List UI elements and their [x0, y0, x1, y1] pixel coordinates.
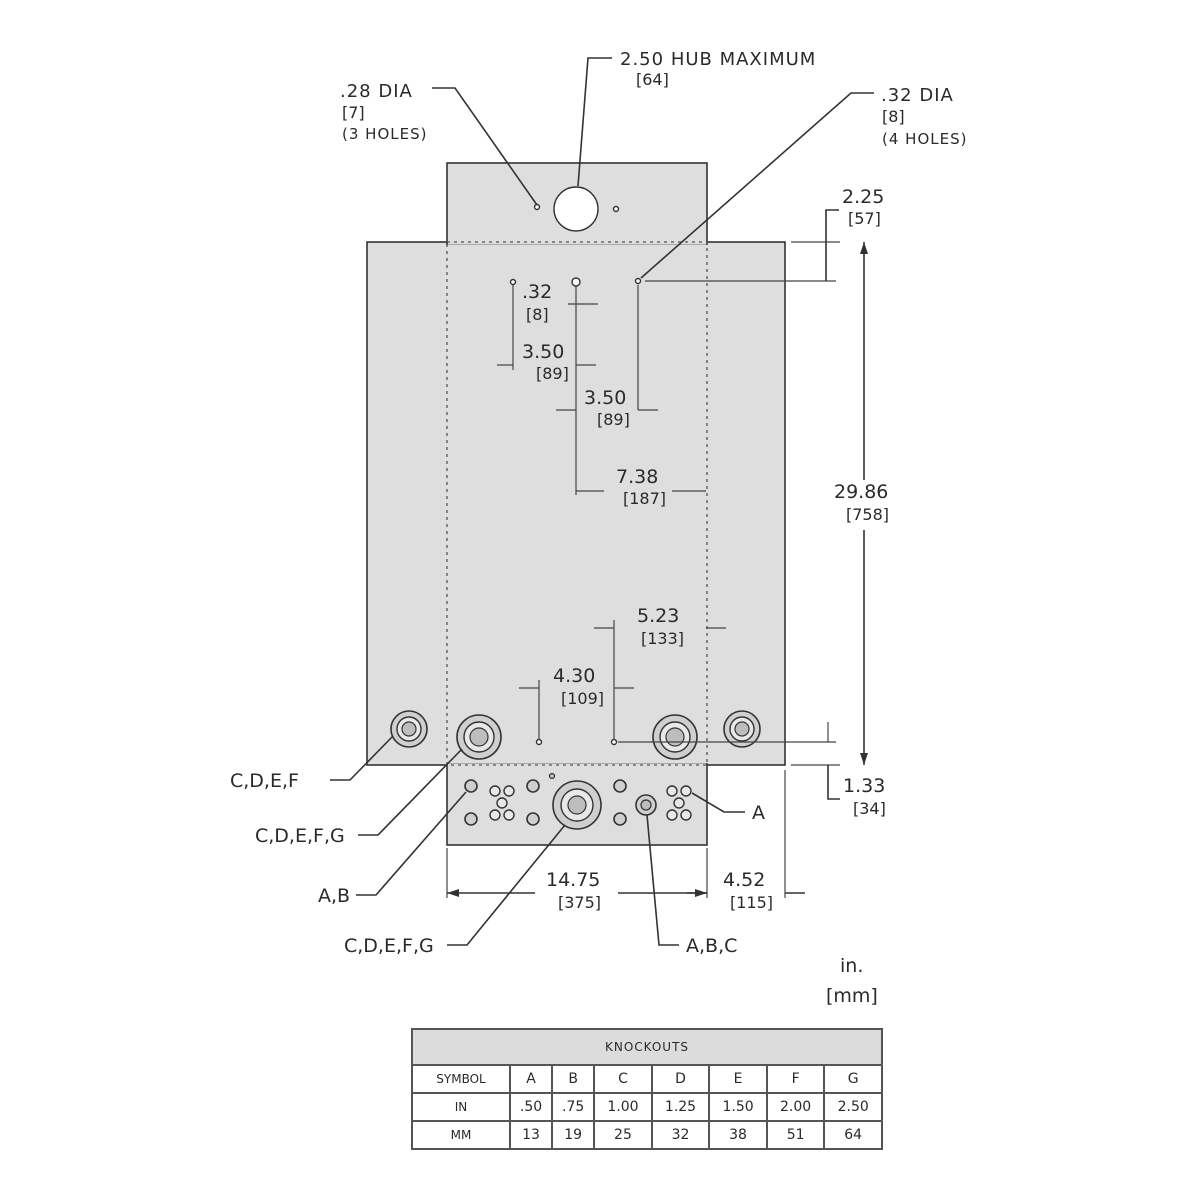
- dim-1-33: 1.33: [843, 775, 885, 797]
- dia-32-callout: .32 DIA: [881, 85, 954, 106]
- label-c-d-e-f-g-bottom: C,D,E,F,G: [344, 935, 434, 957]
- dim-29-86-mm: [758]: [846, 505, 889, 524]
- dim-1-33-mm: [34]: [853, 799, 886, 818]
- hub-opening: [553, 186, 599, 232]
- mounting-hole: [535, 738, 543, 746]
- symbol-cell: B: [551, 1064, 596, 1094]
- table-row-in: IN .50 .75 1.00 1.25 1.50 2.00 2.50: [411, 1092, 883, 1122]
- dim-4-30: 4.30: [553, 665, 595, 687]
- in-cell: .75: [551, 1092, 596, 1122]
- mounting-hole: [571, 277, 581, 287]
- dim-14-75: 14.75: [546, 869, 600, 891]
- dim-3-50-a: 3.50: [522, 341, 564, 363]
- dim-3-50-a-mm: [89]: [536, 364, 569, 383]
- symbol-cell: E: [708, 1064, 768, 1094]
- dia-28-mm: [7]: [342, 103, 365, 122]
- mm-cell: 64: [823, 1120, 883, 1150]
- label-c-d-e-f: C,D,E,F: [230, 770, 299, 792]
- mm-header: MM: [411, 1120, 511, 1150]
- dim-4-30-mm: [109]: [561, 689, 604, 708]
- in-cell: .50: [508, 1092, 554, 1122]
- dim-4-52: 4.52: [723, 869, 765, 891]
- in-cell: 2.50: [823, 1092, 883, 1122]
- symbol-cell: G: [823, 1064, 883, 1094]
- dim-5-23: 5.23: [637, 605, 679, 627]
- knockout-c-d-e-f-g-right: [652, 714, 698, 760]
- table-row-symbol: SYMBOL A B C D E F G: [411, 1064, 883, 1094]
- mm-cell: 32: [650, 1120, 711, 1150]
- dia-28-qty: (3 HOLES): [342, 125, 427, 143]
- units-mm: [mm]: [826, 985, 878, 1007]
- mounting-hole: [533, 203, 541, 211]
- mounting-hole: [509, 278, 517, 286]
- dim-2-25-mm: [57]: [848, 209, 881, 228]
- symbol-header: SYMBOL: [411, 1064, 511, 1094]
- knockout-c-d-e-f-g-bottom: [552, 780, 602, 830]
- dia-28-callout: .28 DIA: [340, 81, 413, 102]
- knockout-a-cluster-left: [489, 772, 556, 821]
- knockout-c-d-e-f-right: [723, 710, 761, 748]
- dia-32-qty: (4 HOLES): [882, 130, 967, 148]
- mounting-hole: [610, 738, 618, 746]
- knockout-a-cluster-right: [666, 785, 692, 821]
- knockout-a-b-c-bottom: [635, 794, 657, 816]
- symbol-cell: F: [765, 1064, 826, 1094]
- in-cell: 1.25: [650, 1092, 711, 1122]
- table-row-mm: MM 13 19 25 32 38 51 64: [411, 1120, 883, 1150]
- units-inch: in.: [840, 955, 863, 977]
- knockouts-table: KNOCKOUTS SYMBOL A B C D E F G IN .50 .7…: [411, 1028, 883, 1150]
- symbol-cell: D: [650, 1064, 711, 1094]
- dim-29-86: 29.86: [834, 481, 888, 503]
- dim-7-38: 7.38: [616, 466, 658, 488]
- knockout-a-b-small: [464, 779, 627, 826]
- hub-maximum-callout: 2.50 HUB MAXIMUM: [620, 49, 816, 70]
- dim-3-50-b-mm: [89]: [597, 410, 630, 429]
- in-header: IN: [411, 1092, 511, 1122]
- dim-2-25: 2.25: [842, 186, 884, 208]
- knockouts-table-title: KNOCKOUTS: [411, 1028, 883, 1066]
- hub-maximum-mm: [64]: [636, 70, 669, 89]
- label-a-b: A,B: [318, 885, 350, 907]
- dim-7-38-mm: [187]: [623, 489, 666, 508]
- symbol-cell: A: [508, 1064, 554, 1094]
- dim-4-52-mm: [115]: [730, 893, 773, 912]
- mm-cell: 51: [765, 1120, 826, 1150]
- dim-14-75-mm: [375]: [558, 893, 601, 912]
- dim-5-23-mm: [133]: [641, 629, 684, 648]
- mm-cell: 25: [593, 1120, 653, 1150]
- mm-cell: 19: [551, 1120, 596, 1150]
- label-c-d-e-f-g-left: C,D,E,F,G: [255, 825, 345, 847]
- knockout-c-d-e-f-g-left: [456, 714, 502, 760]
- mounting-hole: [634, 277, 642, 285]
- dim-3-50-b: 3.50: [584, 387, 626, 409]
- mm-cell: 38: [708, 1120, 768, 1150]
- dim-32: .32: [522, 281, 552, 303]
- enclosure-outline-dashed: [446, 241, 708, 766]
- label-a-b-c: A,B,C: [686, 935, 737, 957]
- dim-32-mm: [8]: [526, 305, 549, 324]
- in-cell: 1.00: [593, 1092, 653, 1122]
- mm-cell: 13: [508, 1120, 554, 1150]
- label-a: A: [752, 802, 765, 824]
- in-cell: 2.00: [765, 1092, 826, 1122]
- dia-32-mm: [8]: [882, 107, 905, 126]
- mounting-hole: [612, 205, 620, 213]
- knockout-c-d-e-f-left: [390, 710, 428, 748]
- in-cell: 1.50: [708, 1092, 768, 1122]
- symbol-cell: C: [593, 1064, 653, 1094]
